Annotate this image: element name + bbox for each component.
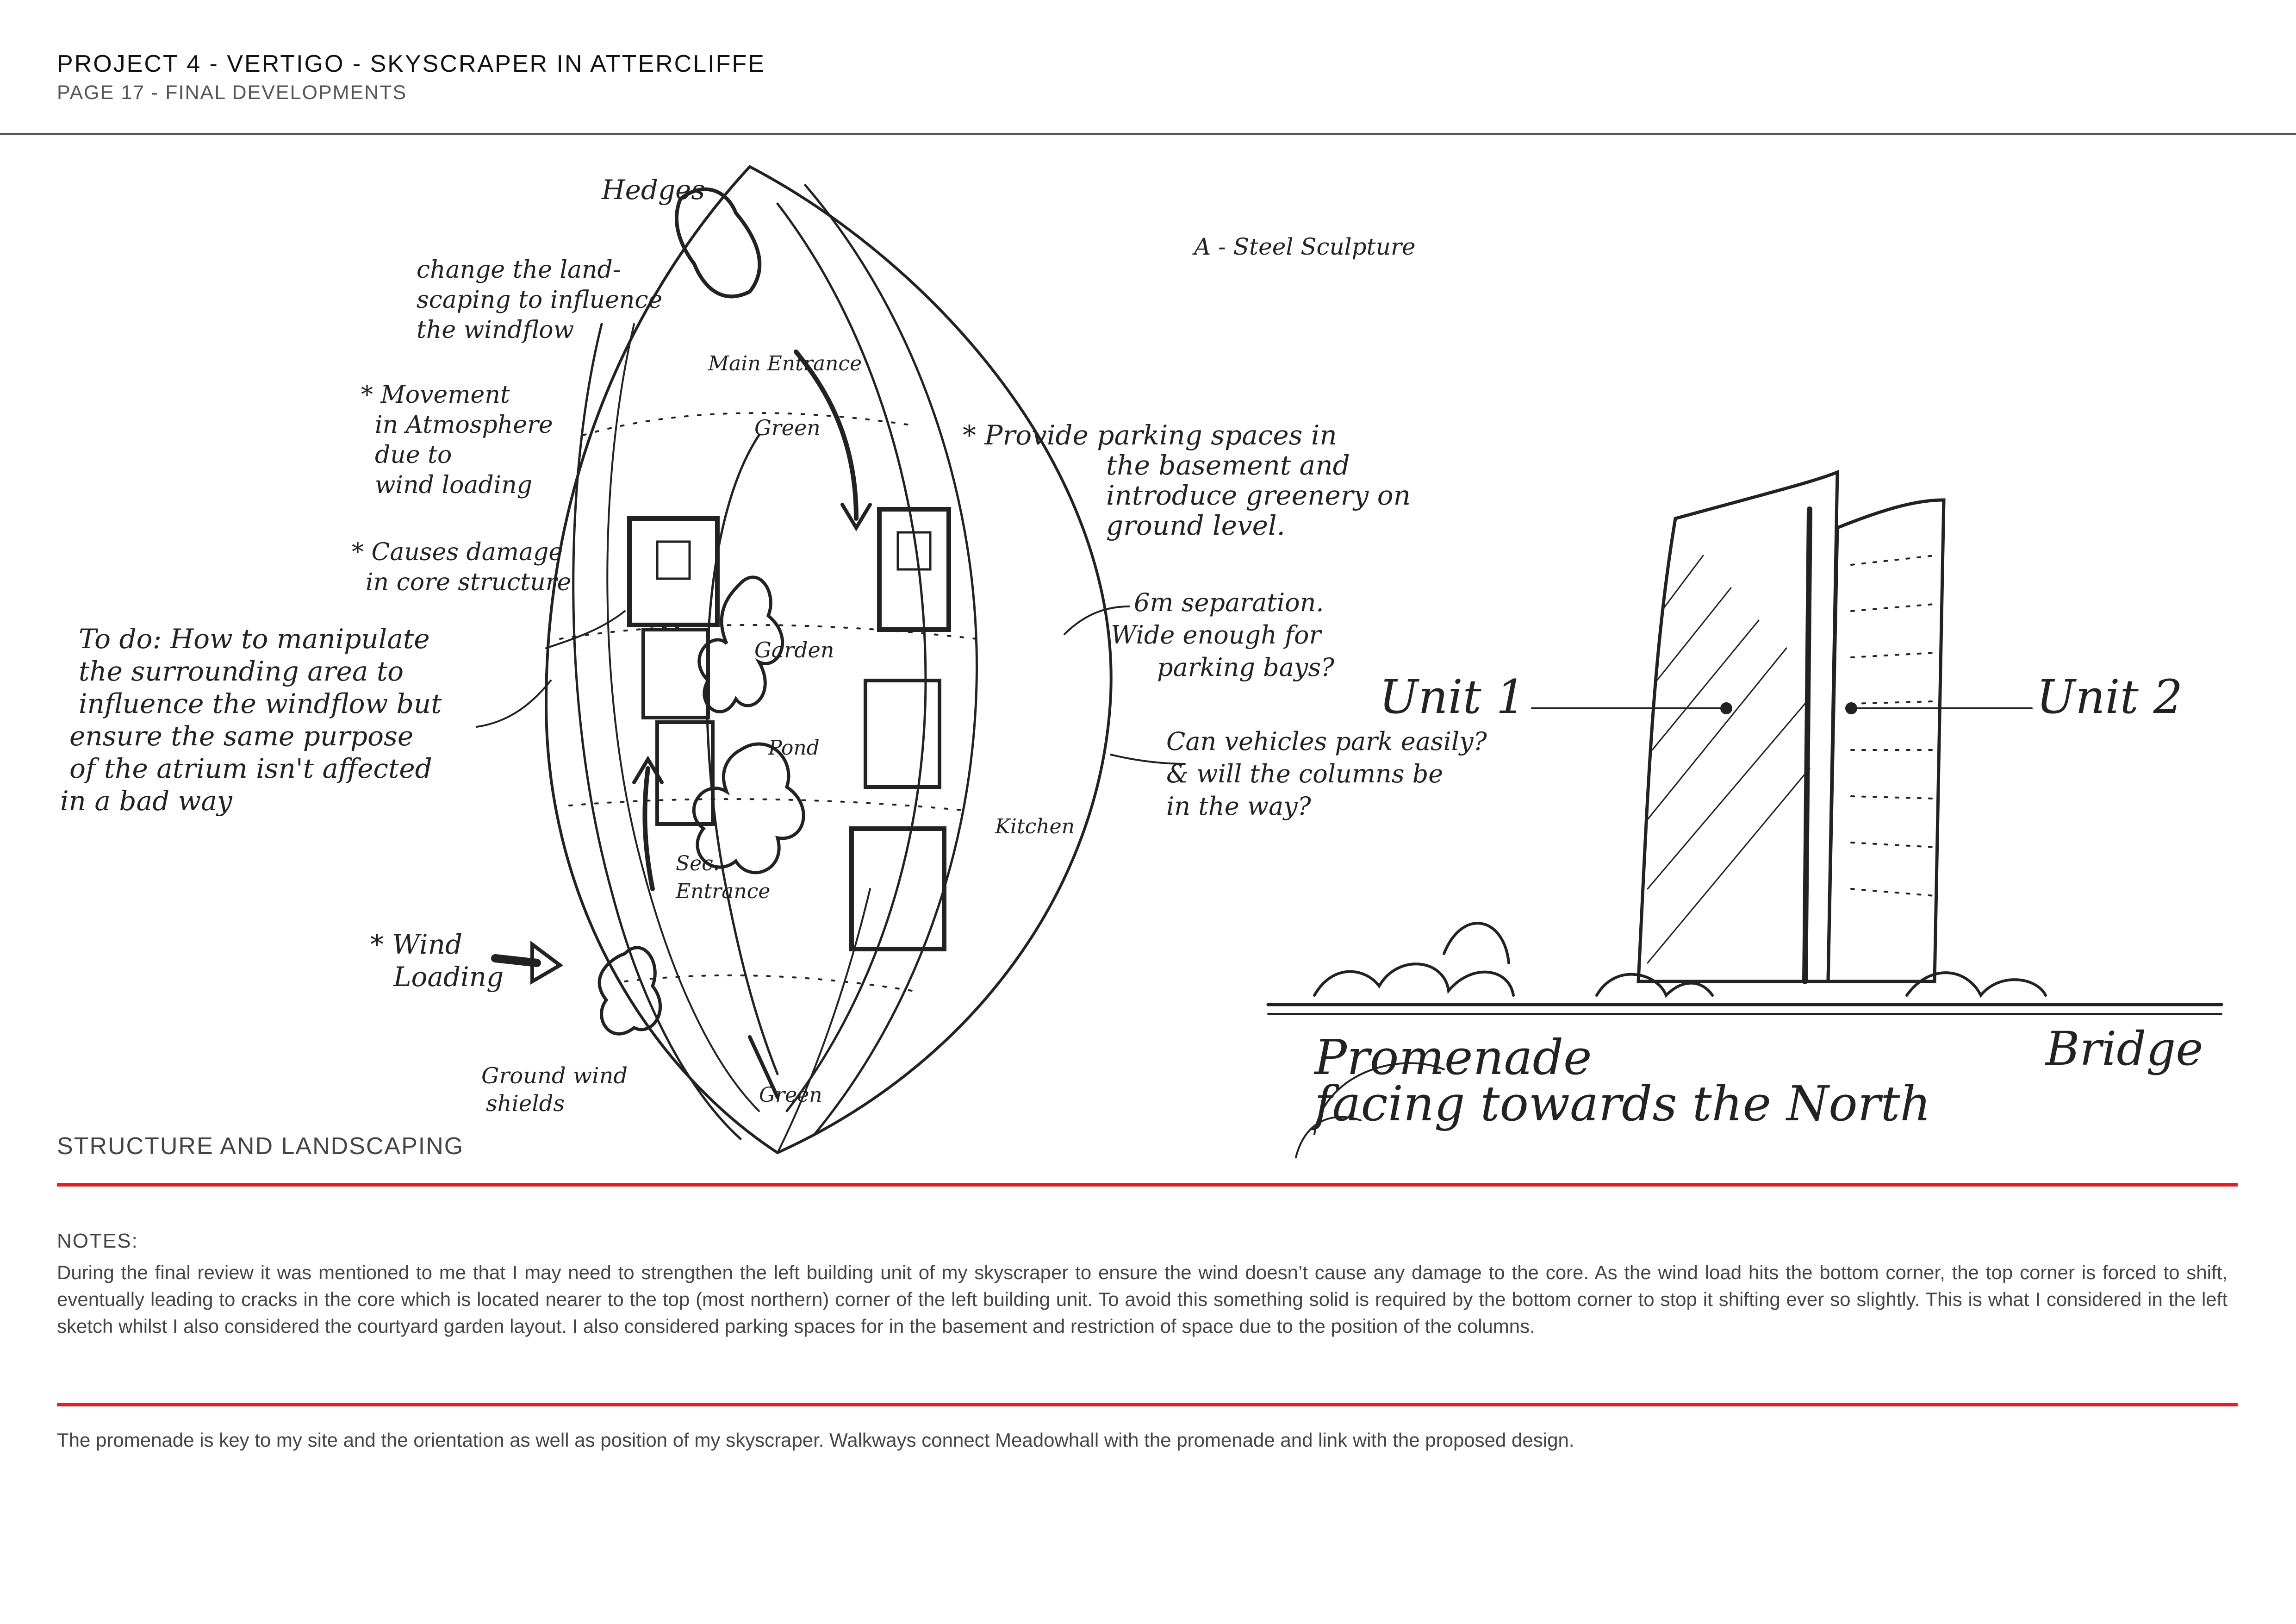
header-divider xyxy=(0,133,2296,135)
red-divider-top xyxy=(57,1183,2238,1187)
red-divider-bottom xyxy=(57,1403,2238,1406)
left-building-outer xyxy=(572,323,742,1140)
annotation-green-top: Green xyxy=(754,415,821,440)
trees-center xyxy=(1595,973,1714,998)
annotation-green-bottom: Green xyxy=(759,1083,822,1107)
annotation-sec-entrance: Sec. Entrance xyxy=(675,852,770,903)
promenade-curve xyxy=(1313,1062,1445,1135)
garden-planting xyxy=(697,575,784,713)
annotation-garden: Garden xyxy=(754,637,834,662)
annotation-vehicles: Can vehicles park easily? & will the col… xyxy=(1166,727,1495,821)
sketch-drawing: Hedges change the land- scaping to influ… xyxy=(60,165,2223,1158)
left-core-bottom xyxy=(655,720,715,826)
right-building-outer xyxy=(804,184,978,1136)
annotation-bridge: Bridge xyxy=(2045,1022,2203,1076)
annotation-facing-north: facing towards the North xyxy=(1311,1075,1931,1132)
left-core-mid xyxy=(641,628,710,719)
annotation-promenade: Promenade xyxy=(1313,1029,1592,1086)
right-edge-line xyxy=(777,888,871,1154)
tower-right-mass xyxy=(1826,498,1946,983)
left-core-top xyxy=(627,516,720,627)
annotation-landscaping: change the land- scaping to influence th… xyxy=(417,256,670,344)
sec-entrance-arrow xyxy=(642,766,655,891)
right-core-top xyxy=(877,507,951,632)
notes-heading: NOTES: xyxy=(57,1230,138,1252)
annotation-separation: 6m separation. Wide enough for parking b… xyxy=(1111,588,1335,682)
annotation-kitchen: Kitchen xyxy=(995,815,1075,838)
notes-body: During the final review it was mentioned… xyxy=(57,1262,2228,1337)
site-outline xyxy=(544,165,1113,1155)
left-building-inner xyxy=(606,323,760,1112)
main-entrance-arrow xyxy=(794,350,859,521)
tower-hatch xyxy=(1647,555,1811,964)
tower-window-grid xyxy=(1850,555,1935,897)
annotation-parking: * Provide parking spaces in the basement… xyxy=(963,419,1419,541)
annotation-unit2: Unit 2 xyxy=(2036,670,2183,724)
annotation-wind: * Wind Loading xyxy=(370,929,504,993)
trees-right xyxy=(1905,971,2047,998)
facing-curve xyxy=(1295,1116,1362,1158)
page-title: PROJECT 4 - VERTIGO - SKYSCRAPER IN ATTE… xyxy=(57,50,765,77)
bottom-arrow xyxy=(748,1035,779,1099)
left-core-lift xyxy=(656,540,691,580)
annotation-pond: Pond xyxy=(768,736,820,760)
right-core-bottom xyxy=(849,826,946,951)
page-subtitle: PAGE 17 - FINAL DEVELOPMENTS xyxy=(57,81,407,104)
wind-arrow xyxy=(491,954,541,967)
annotation-sculpture: A - Steel Sculpture xyxy=(1192,233,1415,260)
right-core-mid xyxy=(864,679,941,789)
right-core-lift xyxy=(896,531,932,571)
annotation-todo: To do: How to manipulate the surrounding… xyxy=(60,623,450,817)
annotation-damage: * Causes damage in core structure xyxy=(352,538,571,596)
section-heading: STRUCTURE AND LANDSCAPING xyxy=(57,1132,473,1160)
annotation-main-entrance: Main Entrance xyxy=(708,352,862,375)
annotation-ground: Ground wind shields xyxy=(481,1063,635,1117)
annotation-hedges: Hedges xyxy=(601,174,705,206)
trees-left xyxy=(1313,922,1515,997)
structure-landscaping-sketch: Hedges change the land- scaping to influ… xyxy=(56,148,2249,1176)
annotation-unit1: Unit 1 xyxy=(1379,670,1525,724)
garden-trees xyxy=(692,742,805,874)
bottom-hedge xyxy=(597,946,662,1036)
tower-core-line xyxy=(1802,506,1812,984)
footer-text: The promenade is key to my site and the … xyxy=(57,1429,1574,1451)
hedge-top xyxy=(675,187,762,299)
annotation-movement: * Movement in Atmosphere due to wind loa… xyxy=(361,381,560,499)
tower-left-mass xyxy=(1636,469,1839,983)
